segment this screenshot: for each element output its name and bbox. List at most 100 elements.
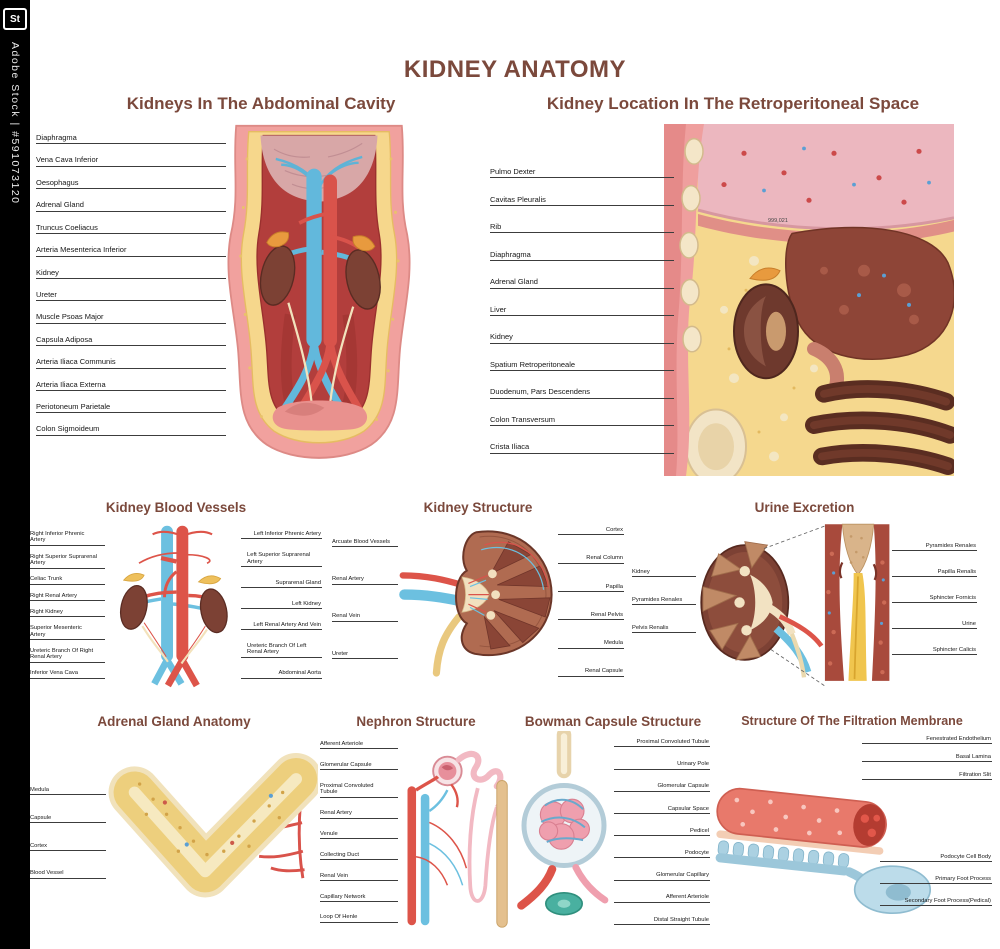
anatomy-label: Right Kidney xyxy=(30,609,106,618)
anatomy-label-text: Arcuate Blood Vessels xyxy=(332,539,392,548)
anatomy-label: Inferior Vena Cava xyxy=(30,670,106,679)
anatomy-label: Urine xyxy=(892,621,977,630)
anatomy-label-text: Renal Artery xyxy=(320,810,353,819)
efferent-arteriole-bowman xyxy=(572,863,609,904)
anatomy-label: Arcuate Blood Vessels xyxy=(332,539,398,548)
arcuate-vessels xyxy=(468,541,549,616)
anatomy-label-text: Suprarenal Gland xyxy=(275,580,322,589)
anatomy-label: Sphincter Fornicis xyxy=(892,595,977,604)
leader-line xyxy=(546,204,674,206)
anatomy-label: Distal Straight Tubule xyxy=(614,917,710,925)
leader-line xyxy=(558,675,585,677)
anatomy-label-text: Pyramides Renales xyxy=(925,543,977,552)
anatomy-label: Renal Pelvis xyxy=(558,612,624,621)
leader-line xyxy=(576,370,674,372)
leader-line xyxy=(352,817,398,819)
anatomy-label: Renal Vein xyxy=(332,613,398,622)
leader-line xyxy=(78,600,106,602)
anatomy-label-text: Capillary Network xyxy=(320,894,367,903)
leader-line xyxy=(614,857,685,859)
anatomy-label-text: Fenestrated Endothelium xyxy=(926,736,992,745)
anatomy-label-text: Cortex xyxy=(605,527,624,536)
anatomy-label-text: Superior Mesenteric Artery xyxy=(30,625,100,641)
anatomy-label-text: Diaphragma xyxy=(36,133,78,145)
anatomy-label: Oesophagus xyxy=(36,178,226,190)
anatomy-label: Capillary Network xyxy=(320,894,398,903)
anatomy-label: Suprarenal Gland xyxy=(241,580,322,589)
anatomy-label-text: Renal Pelvis xyxy=(590,612,624,621)
right-lung xyxy=(697,124,954,231)
anatomy-label-text: Periotoneum Parietale xyxy=(36,402,112,414)
anatomy-label-text: Crista Iliaca xyxy=(490,443,531,454)
anatomy-label-text: Kidney xyxy=(490,332,514,344)
leader-line xyxy=(558,534,606,536)
anatomy-label-text: Medula xyxy=(30,787,51,796)
leader-line xyxy=(614,879,657,881)
leader-line xyxy=(892,550,926,552)
leader-line xyxy=(361,620,398,622)
anatomy-label-text: Ureter xyxy=(36,290,58,302)
anatomy-label: Ureter xyxy=(36,290,226,302)
podocyte-cell-body xyxy=(853,865,932,915)
section-title-membrane: Structure Of The Filtration Membrane xyxy=(741,714,963,728)
anatomy-label-text: Colon Transversum xyxy=(490,415,557,427)
section-bowman-capsule: Bowman Capsule Structure Proximal Convol… xyxy=(514,714,712,931)
efferent-arteriole-line xyxy=(450,783,459,808)
leader-line xyxy=(84,210,226,212)
leader-line xyxy=(79,188,226,190)
leader-line xyxy=(683,604,696,606)
anatomy-label: Primary Foot Process xyxy=(880,876,992,885)
adrenal-glands xyxy=(266,231,376,252)
leader-line xyxy=(338,838,398,840)
anatomy-label-text: Renal Artery xyxy=(332,576,365,585)
section-title-adrenal: Adrenal Gland Anatomy xyxy=(97,714,251,729)
leader-line xyxy=(59,277,226,279)
anatomy-label-text: Papilla Renalis xyxy=(937,569,977,578)
anatomy-label-text: Muscle Psoas Major xyxy=(36,313,105,324)
bowman-capsule-illustration xyxy=(517,731,609,916)
duodenum xyxy=(807,342,844,393)
anatomy-label: Podocyte xyxy=(614,850,710,859)
leader-line xyxy=(538,287,674,289)
anatomy-label-text: Kidney xyxy=(36,268,60,279)
anatomy-label: Renal Artery xyxy=(320,810,398,819)
anatomy-label-text: Primary Foot Process xyxy=(935,876,992,885)
retroperitoneal-art-wrap: 999,021 xyxy=(664,124,954,476)
anatomy-label: Secondary Foot Process(Pedical) xyxy=(880,898,992,906)
sigmoid-colon xyxy=(272,400,368,431)
anatomy-label: Colon Sigmoideum xyxy=(36,425,226,436)
section-filtration-membrane: Structure Of The Filtration Membrane Fen… xyxy=(712,714,992,930)
glomerular-capillaries xyxy=(538,798,590,850)
anatomy-label-text: Arteria Mesenterica Inferior xyxy=(36,245,128,257)
capillary-lumen xyxy=(853,803,886,846)
renal-vein xyxy=(399,589,466,607)
anatomy-label-text: Left Renal Artery And Vein xyxy=(253,622,322,631)
anatomy-label: Left Inferior Phrenic Artery xyxy=(241,531,322,540)
leader-line xyxy=(372,769,398,771)
calyx-zoom-panel xyxy=(824,523,890,688)
anatomy-label-text: Pyramides Renales xyxy=(632,597,684,606)
leader-line xyxy=(63,583,106,585)
leader-line xyxy=(614,923,654,925)
anatomy-label: Arteria Iliaca Communis xyxy=(36,357,226,369)
leader-line xyxy=(530,452,674,454)
anatomy-label: Celiac Trunk xyxy=(30,576,106,585)
anatomy-label-text: Abdominal Aorta xyxy=(278,670,322,679)
anatomy-label-text: Renal Capsule xyxy=(584,668,624,677)
section-retroperitoneal-space: Kidney Location In The Retroperitoneal S… xyxy=(490,94,976,476)
leader-line xyxy=(104,322,226,324)
capillary-tube xyxy=(716,787,887,848)
leader-line xyxy=(513,342,674,344)
iliac-crest-bone xyxy=(685,408,747,476)
leader-line xyxy=(862,761,956,763)
leader-line xyxy=(892,628,963,630)
ureter-tube xyxy=(432,613,463,677)
